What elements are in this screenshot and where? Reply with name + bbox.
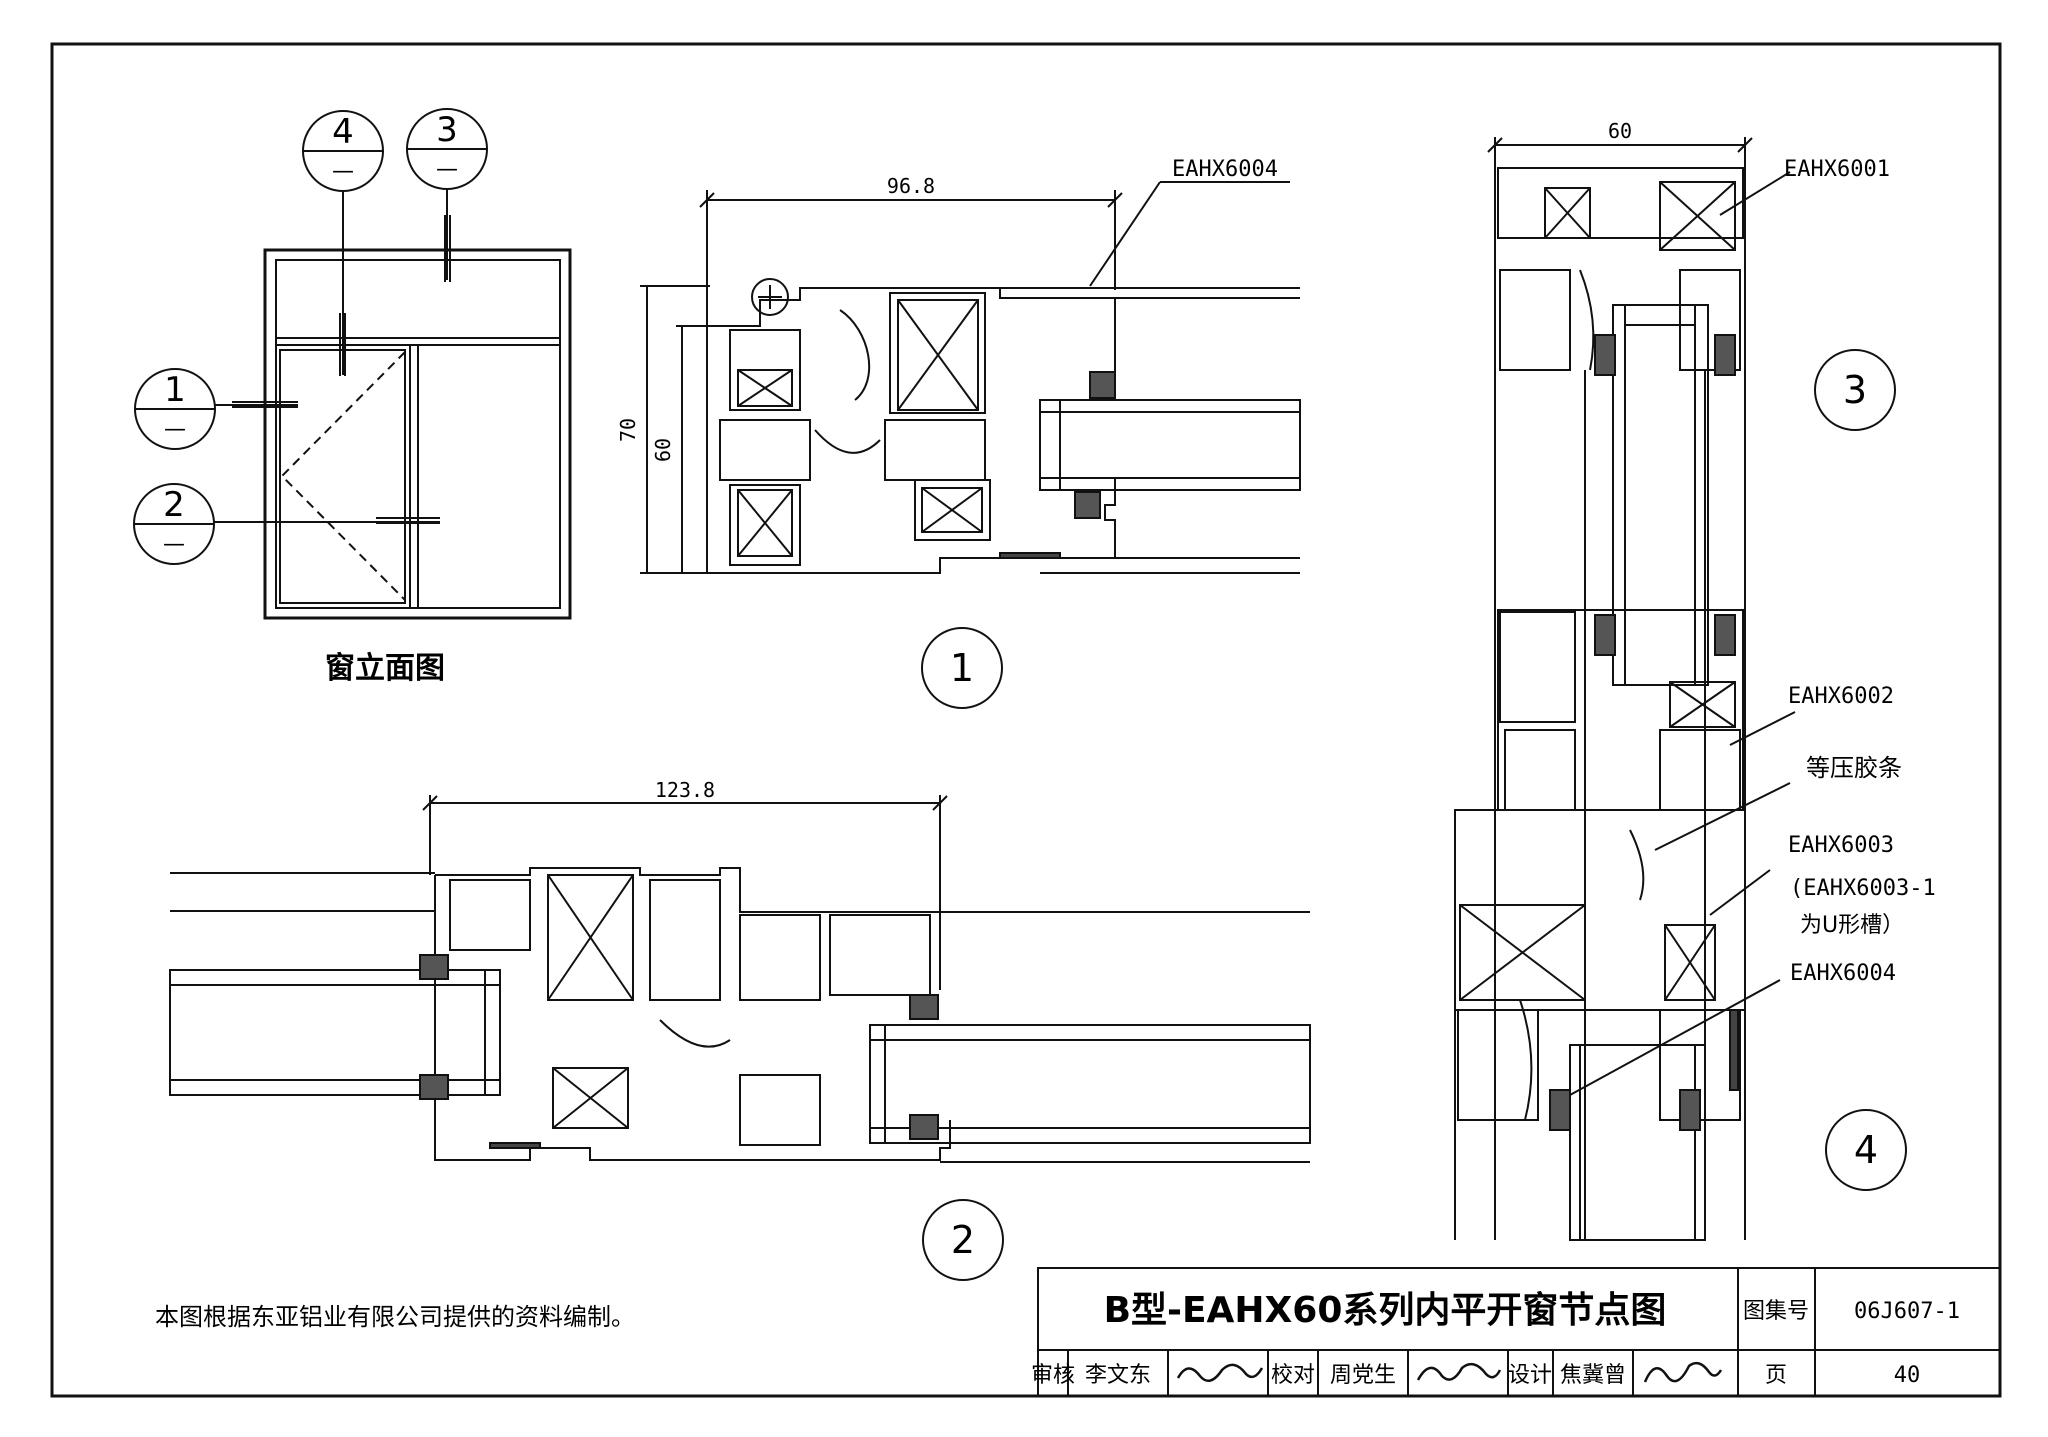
callout-pressure-gasket: 等压胶条 [1806, 754, 1902, 782]
marker-3-sub: — [436, 157, 458, 182]
atlas-number: 06J607-1 [1854, 1299, 1960, 1324]
detail-2-marker: 2 [922, 1199, 1004, 1281]
design-label: 设计 [1508, 1363, 1552, 1388]
marker-2-sub: — [163, 532, 185, 557]
detail-3-marker: 3 [1814, 349, 1896, 431]
detail-4-label: 4 [1854, 1128, 1878, 1172]
detail-3-4-section [1454, 137, 1796, 1241]
detail-1-label: 1 [950, 646, 974, 690]
marker-1-sub: — [164, 417, 186, 442]
callout-eahx6004: EAHX6004 [1790, 961, 1896, 986]
callout-eahx6003: EAHX6003 [1788, 833, 1894, 858]
detail-3-label: 3 [1843, 368, 1867, 412]
detail-2-dim-width: 123.8 [655, 778, 715, 802]
marker-3-number: 3 [436, 110, 458, 150]
review-label: 审核 [1031, 1363, 1075, 1388]
detail-1-section [640, 181, 1301, 574]
marker-4: 4 — [302, 110, 384, 375]
checker-name: 周党生 [1330, 1363, 1396, 1388]
sheet-border [50, 42, 2002, 1398]
marker-1-number: 1 [164, 370, 186, 410]
page-label: 页 [1765, 1363, 1787, 1388]
detail-1-dim-height-outer: 70 [616, 418, 640, 442]
marker-1: 1 — [134, 368, 298, 450]
marker-4-sub: — [332, 159, 354, 184]
callout-u-groove: 为U形槽） [1800, 913, 1904, 938]
callout-eahx6002: EAHX6002 [1788, 684, 1894, 709]
marker-2: 2 — [133, 483, 440, 565]
title-block [1037, 1267, 2001, 1397]
detail-1-profile-code: EAHX6004 [1172, 157, 1278, 182]
drawing-note: 本图根据东亚铝业有限公司提供的资料编制。 [155, 1303, 635, 1331]
drawing-title: B型-EAHX60系列内平开窗节点图 [1104, 1290, 1667, 1331]
marker-3: 3 — [406, 108, 488, 280]
marker-4-number: 4 [332, 112, 354, 152]
atlas-label: 图集号 [1743, 1299, 1809, 1324]
callout-eahx6001: EAHX6001 [1784, 157, 1890, 182]
elevation-title: 窗立面图 [325, 651, 445, 686]
detail-1-dim-height-inner: 60 [651, 438, 675, 462]
check-label: 校对 [1271, 1363, 1315, 1388]
detail-2-section [169, 795, 1311, 1163]
designer-name: 焦冀曾 [1560, 1363, 1626, 1388]
page-number: 40 [1894, 1363, 1921, 1388]
reviewer-name: 李文东 [1085, 1363, 1151, 1388]
detail-2-label: 2 [951, 1218, 975, 1262]
window-elevation [232, 215, 572, 620]
detail-1-marker: 1 [921, 627, 1003, 709]
marker-2-number: 2 [163, 485, 185, 525]
detail-1-dim-width: 96.8 [887, 174, 935, 198]
detail-4-marker: 4 [1825, 1109, 1907, 1191]
callout-eahx6003-1: (EAHX6003-1 [1790, 876, 1936, 901]
detail-3-4-dim-width: 60 [1608, 119, 1632, 143]
